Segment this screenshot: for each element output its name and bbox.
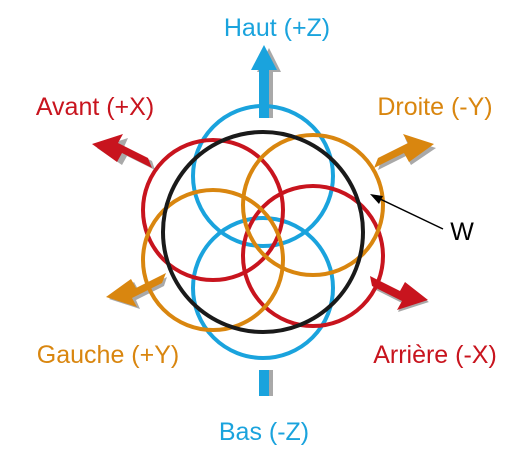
lobe-front xyxy=(141,138,285,282)
arrow-top xyxy=(251,45,277,118)
label-right: Droite (-Y) xyxy=(377,93,492,121)
label-top: Haut (+Z) xyxy=(224,14,330,42)
label-back: Arrière (-X) xyxy=(373,341,497,369)
sphere-w xyxy=(161,130,365,334)
label-w: W xyxy=(450,218,474,246)
lobes xyxy=(141,104,385,360)
lobe-top xyxy=(191,104,335,248)
lobe-left xyxy=(141,188,285,332)
w-pointer-head xyxy=(370,194,383,204)
label-front: Avant (+X) xyxy=(36,93,154,121)
axis-arrows xyxy=(92,45,434,396)
arrow-left xyxy=(106,273,166,307)
label-left: Gauche (+Y) xyxy=(37,341,179,369)
arrow-right xyxy=(374,134,434,168)
lobe-back xyxy=(241,184,385,328)
lobe-bottom xyxy=(191,216,335,360)
w-pointer-line xyxy=(377,197,444,230)
lobe-right xyxy=(241,133,385,277)
arrow-bottom xyxy=(259,370,269,396)
arrow-back xyxy=(370,276,428,310)
label-bottom: Bas (-Z) xyxy=(219,418,309,446)
arrow-front xyxy=(92,134,152,168)
